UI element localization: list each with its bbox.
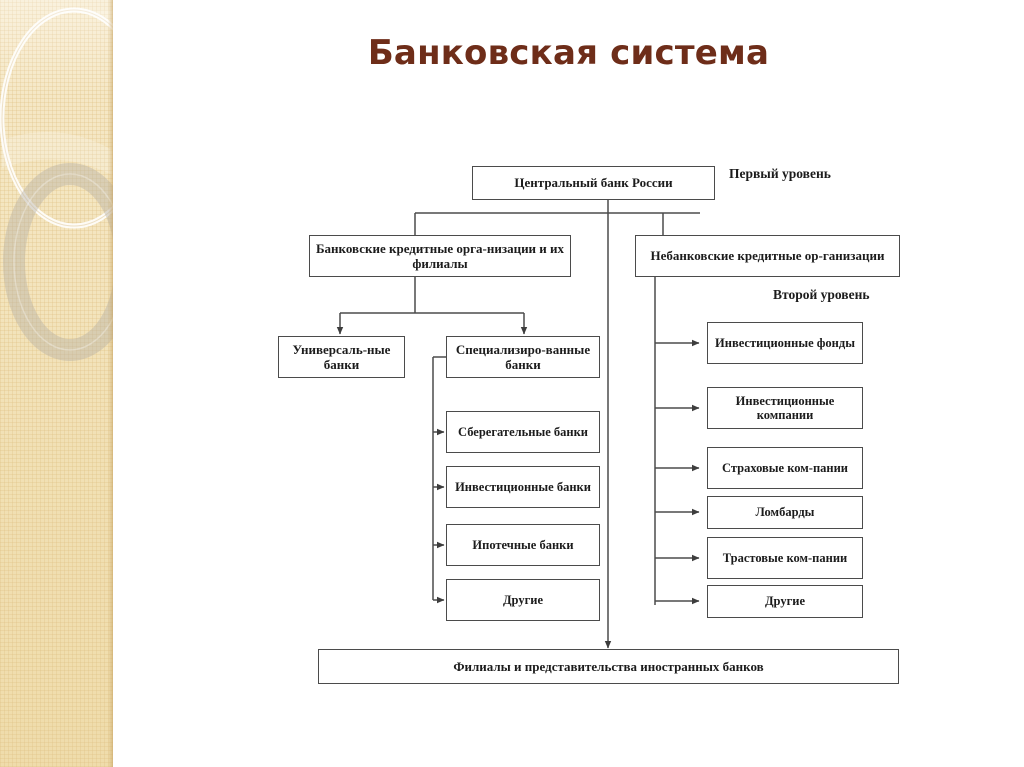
- node-savings-banks[interactable]: Сберегательные банки: [446, 411, 600, 453]
- node-trust-companies[interactable]: Трастовые ком-пании: [707, 537, 863, 579]
- level-label-first: Первый уровень: [729, 166, 831, 181]
- node-nonbank-credit-orgs[interactable]: Небанковские кредитные ор-ганизации: [635, 235, 900, 277]
- sidebar-rings-graphic: [0, 7, 113, 361]
- node-central-bank[interactable]: Центральный банк России: [472, 166, 715, 200]
- node-specialized-banks[interactable]: Специализиро-ванные банки: [446, 336, 600, 378]
- node-insurance-companies[interactable]: Страховые ком-пании: [707, 447, 863, 489]
- node-mortgage-banks[interactable]: Ипотечные банки: [446, 524, 600, 566]
- node-investment-companies[interactable]: Инвестиционные компании: [707, 387, 863, 429]
- node-universal-banks[interactable]: Универсаль-ные банки: [278, 336, 405, 378]
- node-investment-banks[interactable]: Инвестиционные банки: [446, 466, 600, 508]
- node-bank-credit-orgs[interactable]: Банковские кредитные орга-низации и их ф…: [309, 235, 571, 277]
- node-investment-funds[interactable]: Инвестиционные фонды: [707, 322, 863, 364]
- node-pawnshops[interactable]: Ломбарды: [707, 496, 863, 529]
- node-foreign-bank-branches[interactable]: Филиалы и представительства иностранных …: [318, 649, 899, 684]
- page-title: Банковская система: [367, 33, 770, 73]
- node-other-nonbank[interactable]: Другие: [707, 585, 863, 618]
- node-other-banks[interactable]: Другие: [446, 579, 600, 621]
- sidebar-right-edge: [108, 0, 113, 767]
- level-label-second: Второй уровень: [773, 287, 870, 302]
